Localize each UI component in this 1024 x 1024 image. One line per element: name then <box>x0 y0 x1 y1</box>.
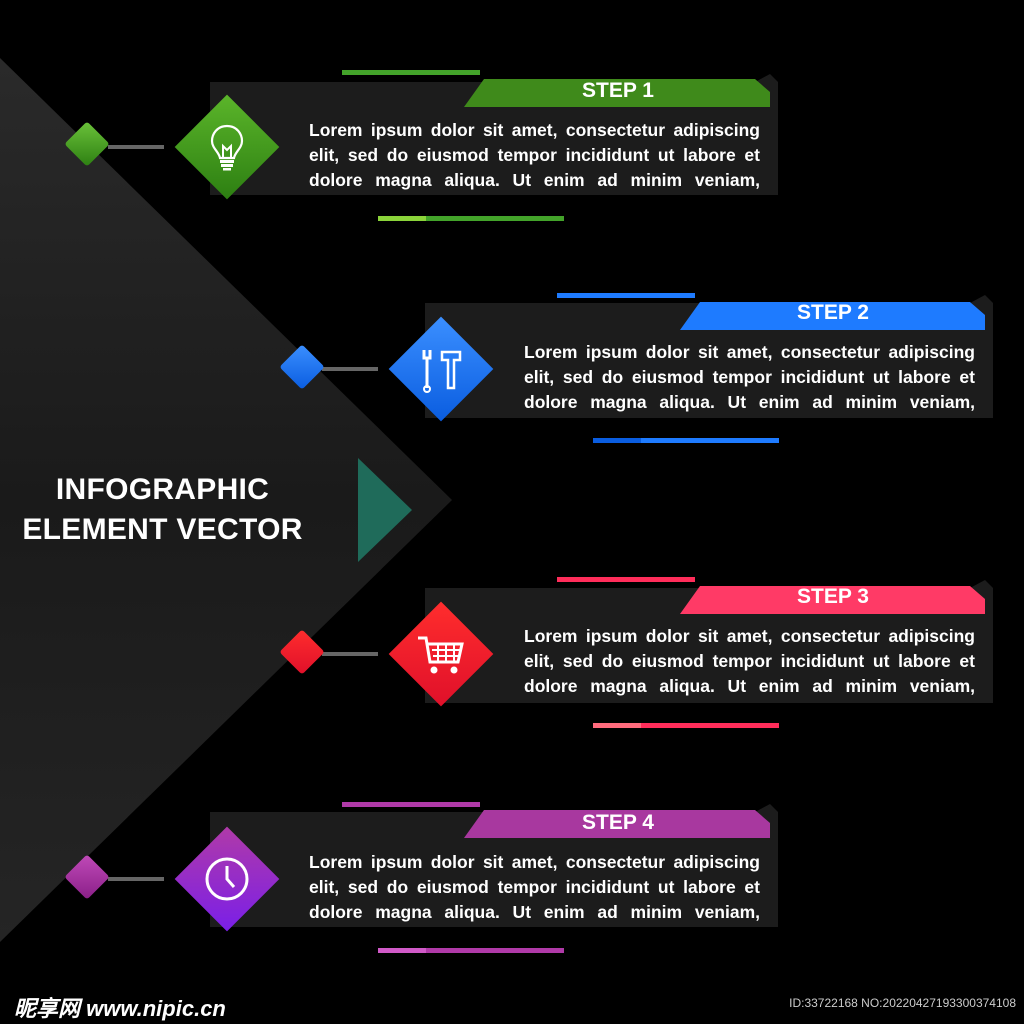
step-1-label: STEP 1 <box>582 79 654 102</box>
step-1-text: Lorem ipsum dolor sit amet, consectetur … <box>309 120 760 190</box>
step-3-frame <box>322 577 993 728</box>
step-3-icon-badge <box>386 599 496 709</box>
watermark-right: ID:33722168 NO:20220427193300374108 <box>789 996 1016 1010</box>
step-4-text: Lorem ipsum dolor sit amet, consectetur … <box>309 852 760 922</box>
wrench-hammer-icon <box>422 350 462 393</box>
shopping-cart-icon <box>418 636 464 674</box>
step-1-frame <box>108 70 778 221</box>
step-4-label: STEP 4 <box>582 811 654 834</box>
page-title: INFOGRAPHIC ELEMENT VECTOR <box>0 470 325 550</box>
step-3-label: STEP 3 <box>797 585 869 608</box>
step-1-icon-badge <box>172 92 282 202</box>
step-2-text: Lorem ipsum dolor sit amet, consectetur … <box>524 342 975 412</box>
watermark-left: 昵享网 www.nipic.cn <box>14 996 226 1021</box>
lightbulb-icon <box>210 124 244 171</box>
title-line-2: ELEMENT VECTOR <box>22 513 303 546</box>
step-3-text: Lorem ipsum dolor sit amet, consectetur … <box>524 626 975 696</box>
step-2-label: STEP 2 <box>797 301 869 324</box>
step-4-frame <box>108 802 778 953</box>
arrow-accent <box>358 458 412 562</box>
step-2-frame <box>322 293 993 443</box>
step-4-icon-badge <box>172 824 282 934</box>
step-2-icon-badge <box>386 314 496 424</box>
title-line-1: INFOGRAPHIC <box>55 473 270 506</box>
clock-icon <box>205 857 249 901</box>
